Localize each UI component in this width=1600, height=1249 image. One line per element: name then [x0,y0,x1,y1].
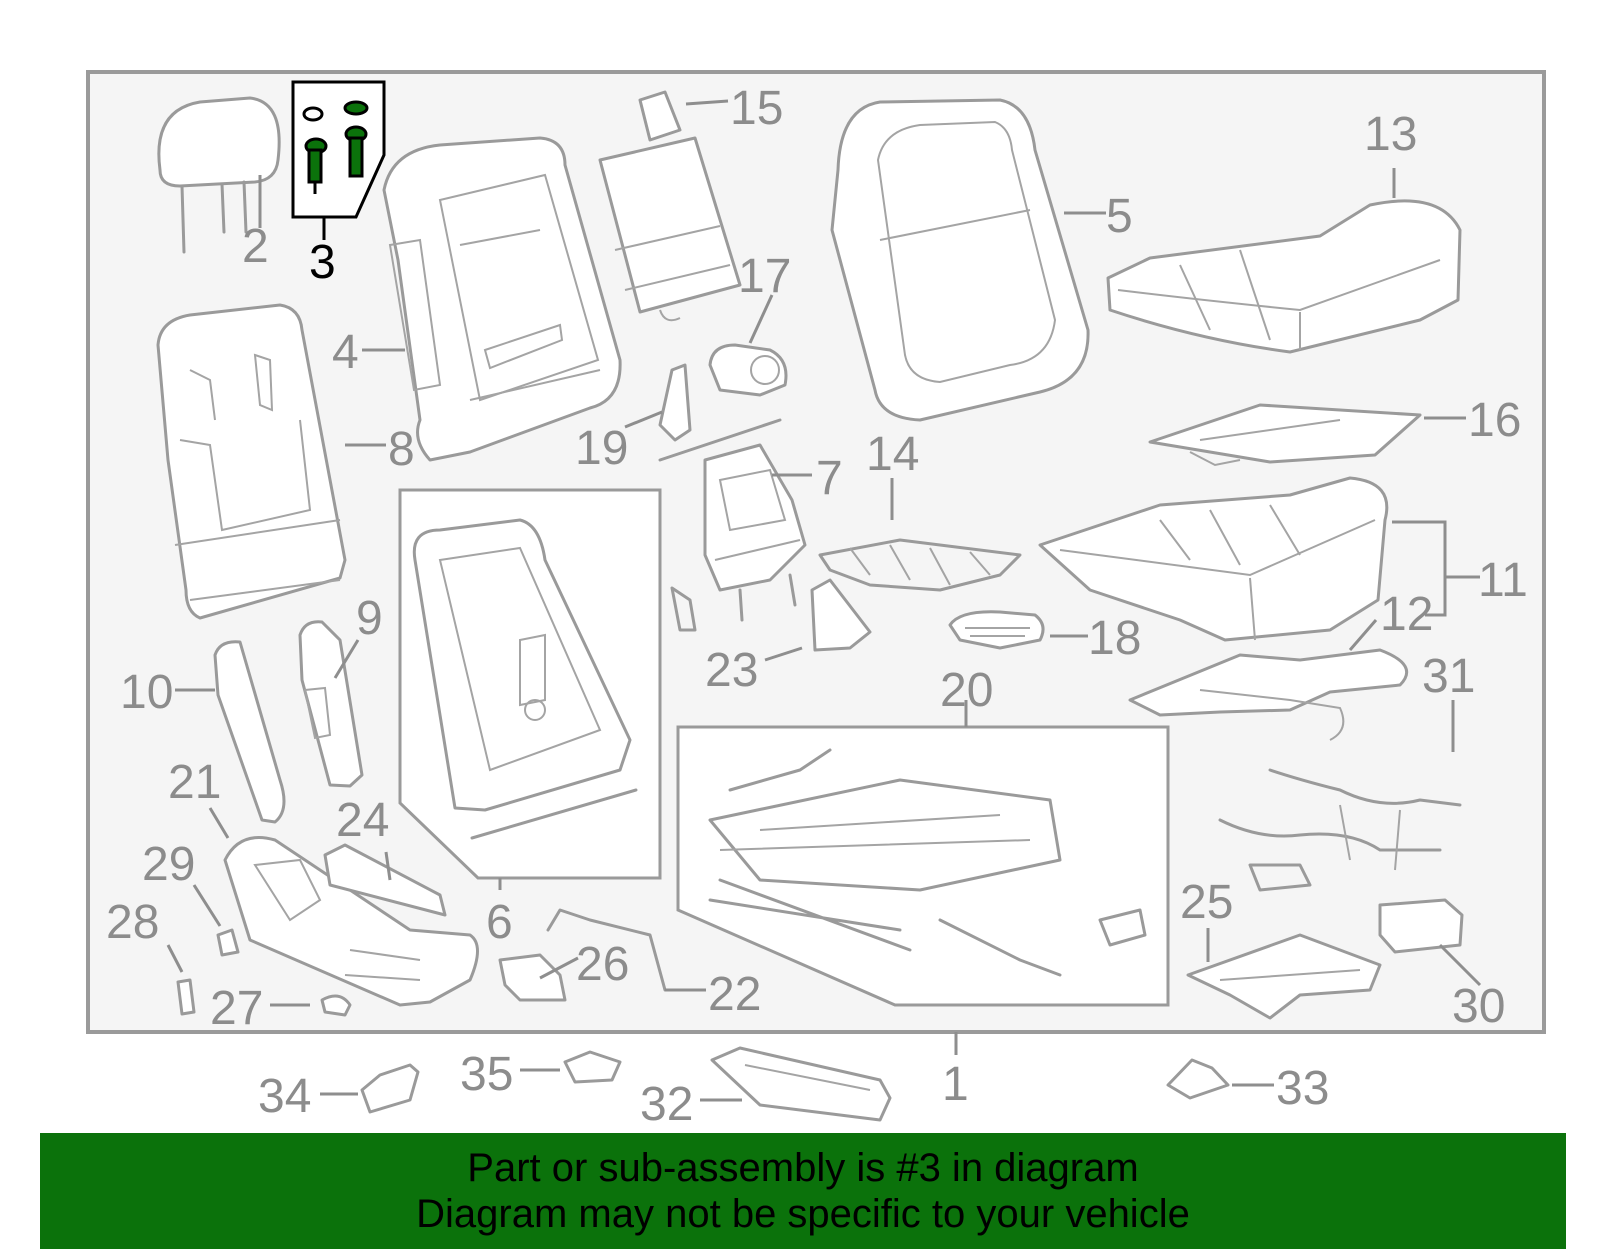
callout-27: 27 [210,982,263,1035]
callout-29: 29 [142,838,195,891]
callout-31: 31 [1422,650,1475,703]
callout-34: 34 [258,1070,311,1123]
part-6-seatback-frame[interactable]: 6 [398,488,662,949]
info-banner: Part or sub-assembly is #3 in diagram Di… [40,1133,1566,1249]
part-23-bracket[interactable]: 23 [670,578,872,697]
callout-21: 21 [168,756,221,809]
callout-28: 28 [106,896,159,949]
callout-16: 16 [1468,394,1521,447]
callout-15: 15 [730,82,783,135]
part-4-seatback-panel[interactable]: 4 [332,136,622,462]
callout-4: 4 [332,326,359,379]
part-24-trim-strip[interactable]: 24 [323,794,447,917]
callout-10: 10 [120,666,173,719]
part-15-back-panel[interactable]: 15 [598,82,783,322]
callout-19: 19 [575,422,628,475]
part-19-bracket[interactable]: 19 [575,363,692,475]
part-2-headrest[interactable]: 2 [157,96,281,273]
part-32-trim-cover[interactable]: 32 [640,1046,892,1131]
callout-9: 9 [356,592,383,645]
part-34-bracket[interactable]: 34 [258,1063,420,1123]
callout-32: 32 [640,1078,693,1131]
part-3-headrest-guides[interactable]: 3 [291,80,386,289]
part-30-control-module[interactable]: 30 [1378,898,1505,1033]
callout-24: 24 [336,794,389,847]
callout-8: 8 [388,423,415,476]
callout-20: 20 [940,664,993,717]
callout-30: 30 [1452,980,1505,1033]
part-11-cushion-pad[interactable]: 11 [1038,476,1528,642]
callout-1: 1 [942,1058,969,1111]
part-18-vent[interactable]: 18 [948,610,1141,665]
callout-7: 7 [816,452,843,505]
part-33-clip[interactable]: 33 [1166,1058,1329,1115]
callout-14: 14 [866,428,919,481]
part-12-cushion-base[interactable]: 12 [1128,588,1433,741]
part-7-lumbar-support[interactable]: 7 [658,418,843,622]
part-20-seat-adjuster[interactable]: 20 [676,664,1170,1007]
part-31-wiring-harness[interactable]: 31 [1218,650,1475,892]
callout-22: 22 [708,968,761,1021]
part-9-side-trim[interactable]: 9 [298,592,383,788]
part-5-seatback-cover[interactable]: 5 [830,98,1133,422]
callout-12: 12 [1380,588,1433,641]
callout-3: 3 [309,236,336,289]
banner-line-2: Diagram may not be specific to your vehi… [416,1192,1190,1236]
callout-25: 25 [1180,876,1233,929]
part-16-cushion-panel[interactable]: 16 [1148,394,1521,467]
part-26-bracket[interactable]: 26 [498,938,629,1002]
part-22-cable[interactable]: 22 [546,908,761,1021]
banner-line-1: Part or sub-assembly is #3 in diagram [467,1146,1139,1190]
part-14-spring-mat[interactable]: 14 [818,428,1022,592]
part-10-side-trim[interactable]: 10 [120,640,286,824]
callout-26: 26 [576,938,629,991]
callout-17: 17 [738,250,791,303]
part-25-tray[interactable]: 25 [1180,876,1382,1020]
callout-35: 35 [460,1048,513,1101]
part-21-side-shield[interactable]: 21 [168,756,479,1007]
part-8-back-pad[interactable]: 8 [156,303,415,620]
callout-23: 23 [705,644,758,697]
callout-33: 33 [1276,1062,1329,1115]
callout-18: 18 [1088,612,1141,665]
part-27-knob[interactable]: 27 [210,982,352,1035]
callout-13: 13 [1364,108,1417,161]
part-29-switch-knob[interactable]: 29 [142,838,240,957]
callout-2: 2 [242,220,269,273]
callout-11: 11 [1478,554,1528,607]
callout-5: 5 [1106,190,1133,243]
part-28-switch-cap[interactable]: 28 [106,896,196,1016]
part-35-clip[interactable]: 35 [460,1048,622,1101]
callout-6: 6 [486,896,513,949]
part-13-cushion-cover[interactable]: 13 [1106,108,1462,354]
part-17-lumbar-motor[interactable]: 17 [708,250,791,397]
part-1-seat-assembly[interactable]: 1 [942,1032,969,1111]
